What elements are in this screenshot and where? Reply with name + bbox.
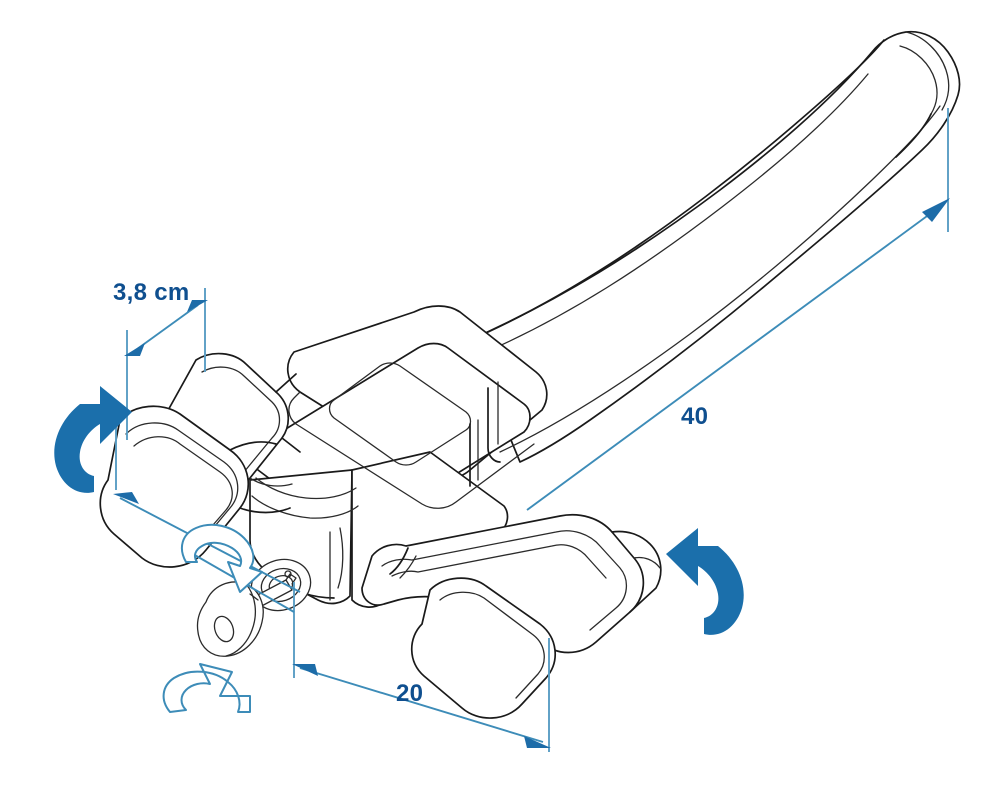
dimension-label-40: 40 [681,403,708,430]
lower-clamp-jaw [361,513,662,719]
rotation-arrow-left [54,386,132,493]
dimension-label-20: 20 [396,680,423,707]
handle [469,30,961,463]
dimension-20: 20 [292,582,551,752]
key [196,570,297,657]
rotation-arrow-key-upper [180,523,263,593]
dimension-3-8-cm: 3,8 cm [113,279,208,440]
rotation-arrow-key-lower [162,663,251,713]
rotation-arrow-right [666,528,744,635]
dimension-40: 40 [526,108,950,511]
dimension-label-3-8-cm: 3,8 cm [113,279,190,306]
